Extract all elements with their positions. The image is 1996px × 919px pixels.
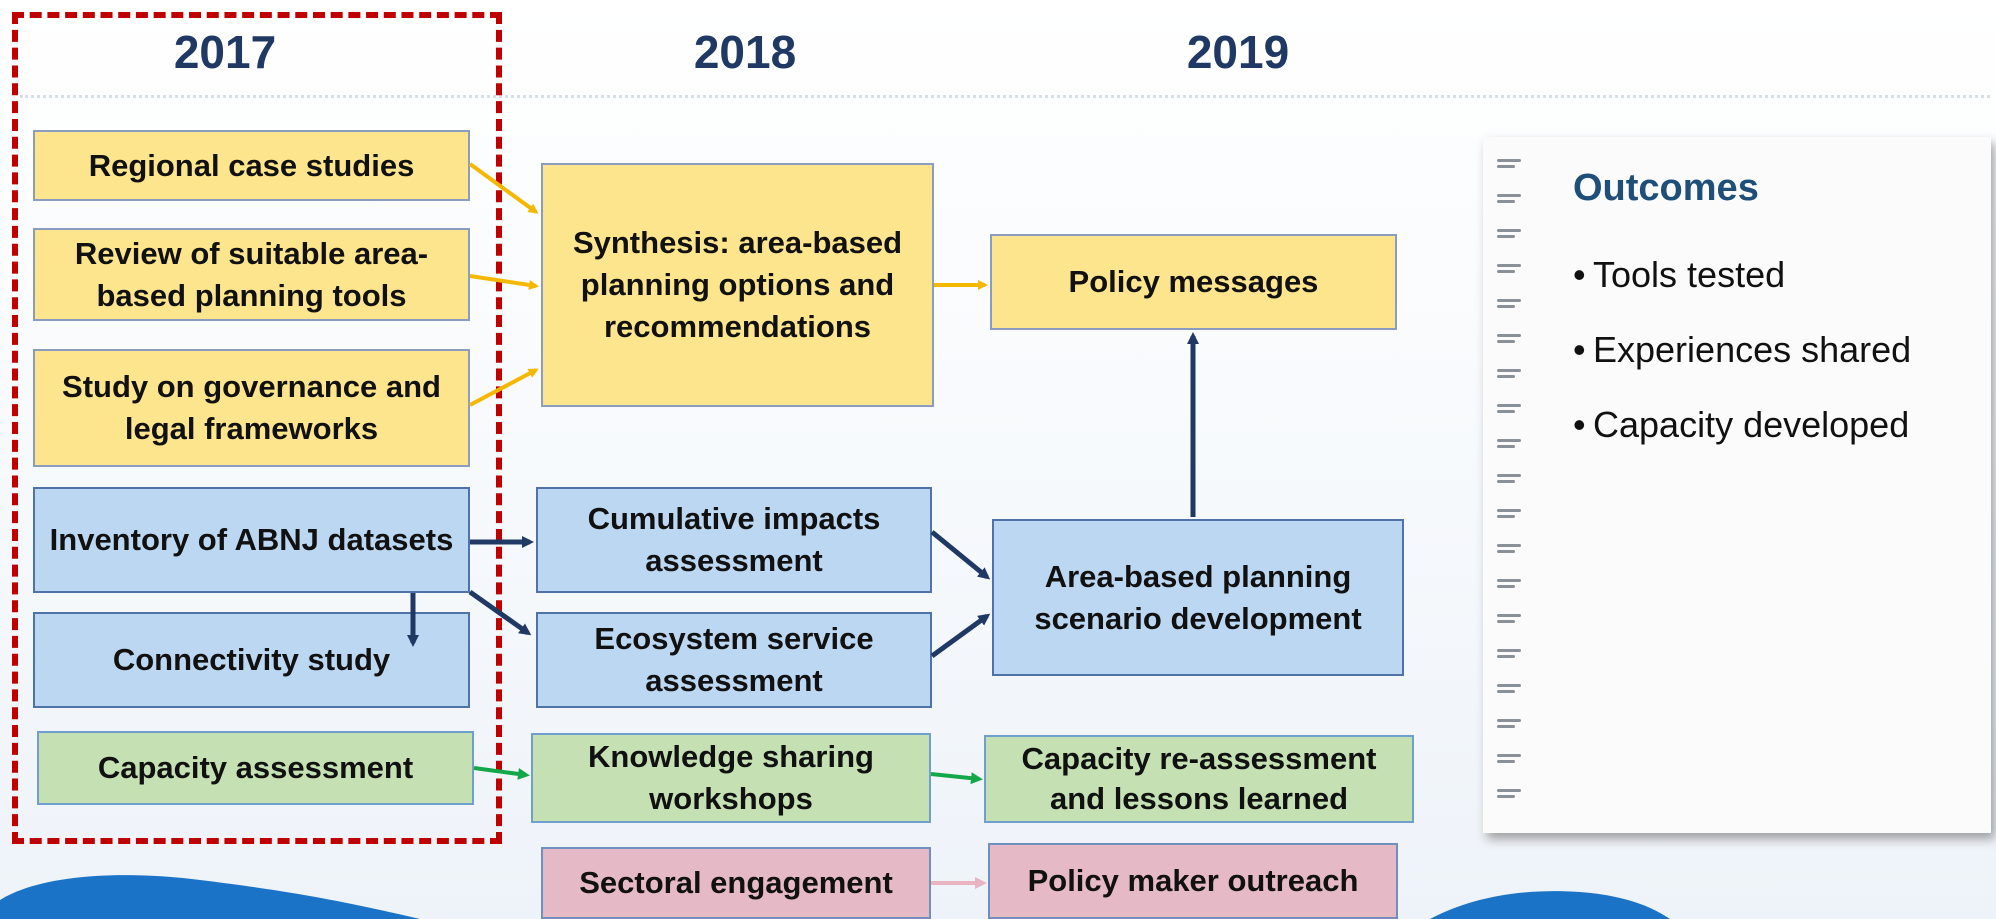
outcomes-title: Outcomes: [1573, 167, 1759, 209]
year-2019: 2019: [1186, 26, 1290, 78]
box-scenario-development: Area-based planning scenario development: [992, 519, 1404, 676]
arrow-cumulative-to-scenario: [930, 530, 991, 580]
box-ecosystem-service: Ecosystem service assessment: [536, 612, 932, 708]
box-knowledge-sharing: Knowledge sharing workshops: [531, 733, 931, 823]
box-sectoral-engagement: Sectoral engagement: [541, 847, 931, 919]
timeline-divider: [20, 95, 1990, 98]
arrow-capacity-to-knowledge: [473, 766, 530, 780]
binding-ring: [1497, 509, 1523, 519]
box-capacity-assessment: Capacity assessment: [37, 731, 474, 805]
year-2017: 2017: [173, 26, 277, 78]
bullet-icon: •: [1573, 329, 1586, 370]
outcome-item-label: Tools tested: [1593, 254, 1786, 295]
binding-ring: [1497, 439, 1523, 449]
binding-ring: [1497, 229, 1523, 239]
binding-ring: [1497, 334, 1523, 344]
outcome-item: •Tools tested: [1573, 254, 1785, 296]
binding-ring: [1497, 579, 1523, 589]
box-connectivity-study: Connectivity study: [33, 612, 470, 708]
binding-ring: [1497, 754, 1523, 764]
box-policy-messages: Policy messages: [990, 234, 1397, 330]
binding-ring: [1497, 789, 1523, 799]
outcome-item: •Experiences shared: [1573, 329, 1911, 371]
box-capacity-reassessment: Capacity re-assessment and lessons learn…: [984, 735, 1414, 823]
box-governance-study: Study on governance and legal frameworks: [33, 349, 470, 467]
box-cumulative-impacts: Cumulative impacts assessment: [536, 487, 932, 593]
arrow-regional-to-synthesis: [468, 162, 539, 214]
binding-ring: [1497, 649, 1523, 659]
decorative-wave: [0, 875, 1670, 919]
box-review-tools: Review of suitable area-based planning t…: [33, 228, 470, 321]
arrow-ecosystem-to-scenario: [930, 613, 991, 659]
binding-ring: [1497, 369, 1523, 379]
arrow-inventory-to-ecosystem: [468, 589, 532, 636]
arrow-knowledge-to-reassessment: [930, 772, 983, 785]
binding-ring: [1497, 684, 1523, 694]
binding-ring: [1497, 299, 1523, 309]
binding-ring: [1497, 159, 1523, 169]
year-2018: 2018: [693, 26, 797, 78]
binding-ring: [1497, 474, 1523, 484]
box-policy-maker-outreach: Policy maker outreach: [988, 843, 1398, 919]
box-synthesis: Synthesis: area-based planning options a…: [541, 163, 934, 407]
outcomes-card: Outcomes •Tools tested •Experiences shar…: [1483, 137, 1991, 833]
binding-ring: [1497, 194, 1523, 204]
binding-ring: [1497, 544, 1523, 554]
year-2017-highlight-frame: [12, 12, 502, 844]
outcome-item-label: Capacity developed: [1593, 404, 1910, 445]
bullet-icon: •: [1573, 404, 1586, 445]
outcome-item: •Capacity developed: [1573, 404, 1909, 446]
arrow-review-to-synthesis: [469, 274, 539, 290]
outcome-item-label: Experiences shared: [1593, 329, 1912, 370]
binding-ring: [1497, 404, 1523, 414]
box-inventory-datasets: Inventory of ABNJ datasets: [33, 487, 470, 593]
binding-ring: [1497, 264, 1523, 274]
binding-ring: [1497, 719, 1523, 729]
box-regional-case-studies: Regional case studies: [33, 130, 470, 201]
arrow-governance-to-synthesis: [469, 368, 539, 407]
bullet-icon: •: [1573, 254, 1586, 295]
binding-ring: [1497, 614, 1523, 624]
